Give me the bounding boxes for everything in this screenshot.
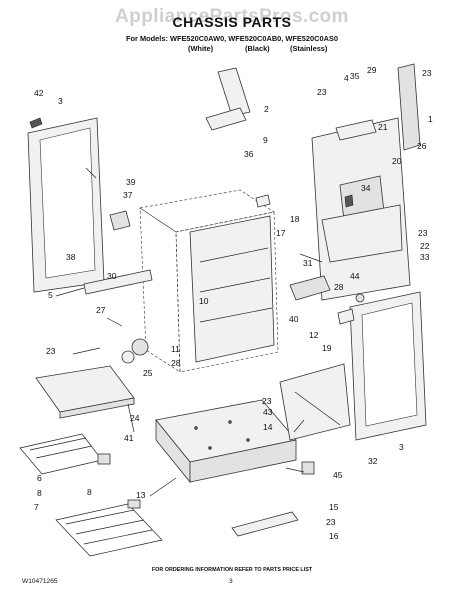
callout-14: 14	[263, 422, 273, 432]
callout-31: 31	[303, 258, 313, 268]
door-frame-left	[27, 117, 105, 293]
callout-45: 45	[333, 470, 343, 480]
callout-25: 25	[143, 368, 153, 378]
callout-13: 13	[136, 490, 146, 500]
watermark: AppliancePartsPros.com	[115, 6, 349, 27]
top-vent	[205, 63, 421, 151]
door-frame-right	[349, 291, 427, 441]
callout-41: 41	[124, 433, 134, 443]
callout-37: 37	[123, 190, 133, 200]
callout-39: 39	[126, 177, 136, 187]
callout-3: 3	[58, 96, 63, 106]
callout-42: 42	[34, 88, 44, 98]
callout-23-d: 23	[422, 68, 432, 78]
callout-28-b: 28	[334, 282, 344, 292]
callout-22: 22	[420, 241, 430, 251]
callout-6: 6	[37, 473, 42, 483]
callout-16: 16	[329, 531, 339, 541]
callout-15: 15	[329, 502, 339, 512]
broil-element	[55, 499, 163, 557]
color-white: (White)	[188, 44, 214, 53]
bake-element	[19, 433, 111, 475]
callout-11: 11	[171, 344, 180, 354]
callout-12: 12	[309, 330, 319, 340]
doc-number: W10471265	[22, 578, 58, 585]
callout-2: 2	[264, 104, 269, 114]
callout-23: 23	[46, 346, 56, 356]
callout-21: 21	[378, 122, 388, 132]
callout-1: 1	[428, 114, 433, 124]
callout-labels: 42 3 39 37 38 30 5 27 23 25 24 41 6 8 7 …	[34, 65, 433, 541]
leader-lines	[55, 167, 323, 497]
callout-33: 33	[420, 252, 430, 262]
callout-9: 9	[263, 135, 268, 145]
callout-19: 19	[322, 343, 332, 353]
callout-23-c: 23	[326, 517, 336, 527]
callout-5: 5	[48, 290, 53, 300]
callout-17: 17	[276, 228, 286, 238]
callout-29: 29	[367, 65, 377, 75]
callout-3-b: 3	[399, 442, 404, 452]
callout-34: 34	[361, 183, 371, 193]
drawer-tray	[155, 399, 297, 484]
callout-8-b: 8	[87, 487, 92, 497]
callout-35: 35	[350, 71, 360, 81]
callout-32: 32	[368, 456, 378, 466]
callout-4: 4	[344, 73, 349, 83]
callout-23-b: 23	[262, 396, 272, 406]
callout-20: 20	[392, 156, 402, 166]
callout-43: 43	[263, 407, 273, 417]
callout-44: 44	[350, 271, 360, 281]
page-title: CHASSIS PARTS	[172, 14, 292, 30]
rear-panel	[311, 117, 411, 301]
models-line: For Models: WFE520C0AW0, WFE520C0AB0, WF…	[126, 34, 338, 43]
color-black: (Black)	[245, 44, 270, 53]
callout-26: 26	[417, 141, 427, 151]
vent-tube	[83, 210, 153, 364]
support-rail	[231, 461, 315, 537]
callout-18: 18	[290, 214, 300, 224]
callout-30: 30	[107, 271, 117, 281]
callout-7: 7	[34, 502, 39, 512]
page-number: 3	[229, 578, 233, 585]
control-bracket	[255, 194, 365, 325]
callout-24: 24	[130, 413, 140, 423]
callout-23-f: 23	[317, 87, 327, 97]
callout-8: 8	[37, 488, 42, 498]
broiler-pan	[35, 365, 135, 419]
oven-cavity	[139, 189, 279, 373]
side-panel-right	[279, 363, 351, 441]
callout-38: 38	[66, 252, 76, 262]
callout-10: 10	[199, 296, 209, 306]
callout-28: 28	[171, 358, 181, 368]
callout-23-e: 23	[418, 228, 428, 238]
callout-27: 27	[96, 305, 106, 315]
ordering-note: FOR ORDERING INFORMATION REFER TO PARTS …	[151, 567, 313, 573]
callout-40: 40	[289, 314, 299, 324]
callout-36: 36	[244, 149, 254, 159]
color-stainless: (Stainless)	[290, 44, 328, 53]
